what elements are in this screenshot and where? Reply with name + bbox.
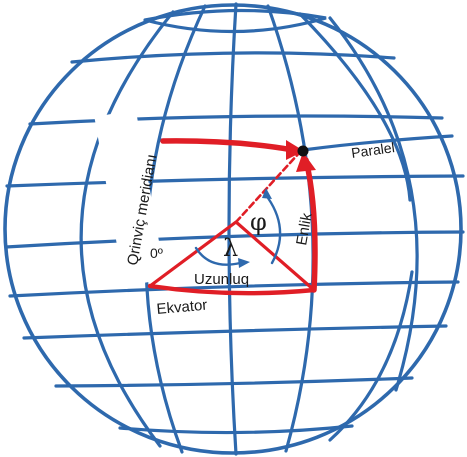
- parallel-arc: [163, 141, 293, 150]
- zero-degree-label: 0º: [150, 245, 163, 261]
- meridian-line: [330, 18, 417, 390]
- globe-grid: [5, 4, 463, 454]
- location-point: [298, 146, 309, 157]
- parallel-line: [56, 378, 412, 386]
- meridian-line: [229, 4, 236, 454]
- parallel-line: [7, 176, 463, 186]
- meridian-line: [300, 14, 410, 200]
- lambda-arrow-head: [238, 258, 250, 268]
- phi-symbol: φ: [250, 208, 267, 236]
- ekvator-label: Ekvator: [156, 297, 208, 318]
- lambda-symbol: λ: [223, 234, 238, 262]
- parallel-line: [24, 326, 446, 338]
- radius-dashed-line: [236, 152, 300, 222]
- meridian-line: [330, 272, 412, 440]
- uzunluq-label: Uzunluq: [194, 271, 249, 288]
